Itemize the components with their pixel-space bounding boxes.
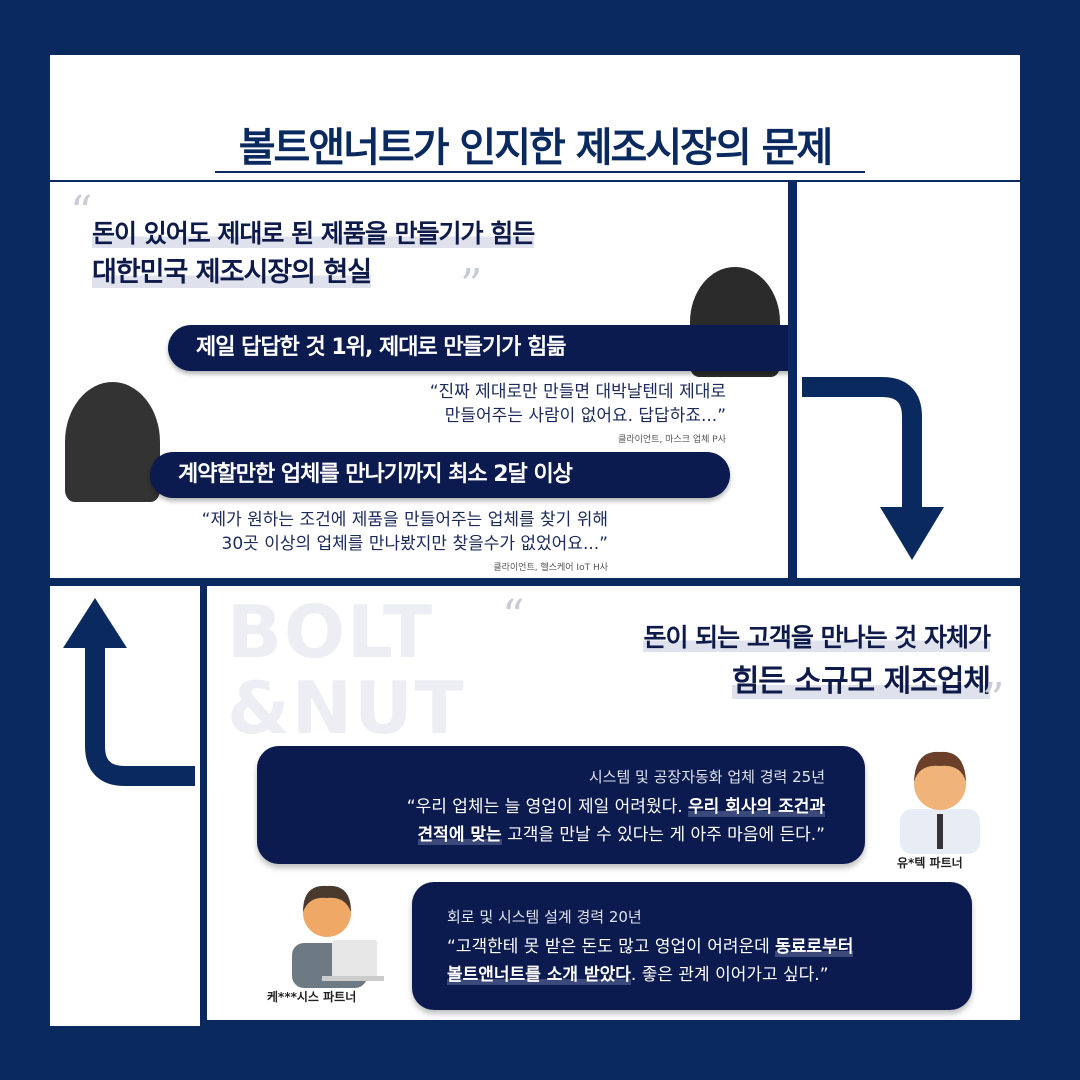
arrow-area-right [797, 182, 1020, 578]
testimonial-line2: 견적에 맞는 고객을 만날 수 있다는 게 아주 마음에 든다.” [417, 825, 825, 845]
quote2-source: 클라이언트, 헬스케어 IoT H사 [493, 563, 608, 573]
quote2-line1: “제가 원하는 조건에 제품을 만들어주는 업체를 찾기 위해 [201, 510, 608, 530]
partner-name-1: 유*텍 파트너 [897, 856, 963, 870]
watermark-logo: BOLT&NUT [227, 590, 466, 750]
open-quote-icon: “ [70, 187, 93, 238]
quote1-line2: 만들어주는 사람이 없어요. 답답하죠...” [444, 406, 726, 426]
headline-line2: 힘든 소규모 제조업체 [731, 664, 991, 699]
arrow-area-left [50, 586, 200, 1026]
testimonial-card-1: 시스템 및 공장자동화 업체 경력 25년 “우리 업체는 늘 영업이 제일 어… [257, 746, 865, 864]
headline-line1: 돈이 있어도 제대로 된 제품을 만들기가 힘든 [92, 219, 535, 248]
open-quote-icon: “ [502, 591, 525, 642]
problem-panel-clients: “ 돈이 있어도 제대로 된 제품을 만들기가 힘든 대한민국 제조시장의 현실… [50, 182, 788, 578]
close-quote-icon: ” [982, 674, 1005, 725]
headline-line1: 돈이 되는 고객을 만나는 것 자체가 [643, 623, 991, 652]
title-underline [215, 171, 865, 173]
page-title: 볼트앤너트가 인지한 제조시장의 문제 [238, 125, 834, 171]
partner-avatar-2 [292, 885, 384, 988]
quote1-line1: “진짜 제대로만 만들면 대박날텐데 제대로 [429, 382, 726, 402]
testimonial-card-2: 회로 및 시스템 설계 경력 20년 “고객한테 못 받은 돈도 많고 영업이 … [412, 882, 972, 1010]
quote2-line2: 30곳 이상의 업체를 만나봤지만 찾을수가 없었어요...” [221, 534, 608, 554]
partner-career: 시스템 및 공장자동화 업체 경력 25년 [588, 768, 825, 786]
partner-name-2: 케***시스 파트너 [267, 990, 357, 1004]
arrow-down-icon [802, 377, 944, 560]
problem-panel-manufacturers: BOLT&NUT “ 돈이 되는 고객을 만나는 것 자체가 힘든 소규모 제조… [207, 586, 1020, 1020]
banner-problem2: 계약할만한 업체를 만나기까지 최소 2달 이상 [150, 452, 730, 498]
headline-line2: 대한민국 제조시장의 현실 [92, 257, 372, 288]
quote1-source: 클라이언트, 마스크 업체 P사 [618, 435, 726, 445]
partner-career: 회로 및 시스템 설계 경력 20년 [447, 908, 642, 926]
testimonial-line1: “우리 업체는 늘 영업이 제일 어려웠다. 우리 회사의 조건과 [406, 797, 825, 817]
banner-problem1: 제일 답답한 것 1위, 제대로 만들기가 힘듦 [168, 325, 788, 371]
testimonial-line1: “고객한테 못 받은 돈도 많고 영업이 어려운데 동료로부터 [447, 937, 854, 957]
man-back-photo [65, 382, 160, 502]
testimonial-line2: 볼트앤너트를 소개 받았다. 좋은 관계 이어가고 싶다.” [447, 965, 829, 985]
arrow-up-icon [63, 598, 195, 786]
close-quote-icon: ” [460, 260, 483, 311]
partner-avatar-1 [900, 751, 980, 854]
title-section: 볼트앤너트가 인지한 제조시장의 문제 [50, 55, 1020, 180]
